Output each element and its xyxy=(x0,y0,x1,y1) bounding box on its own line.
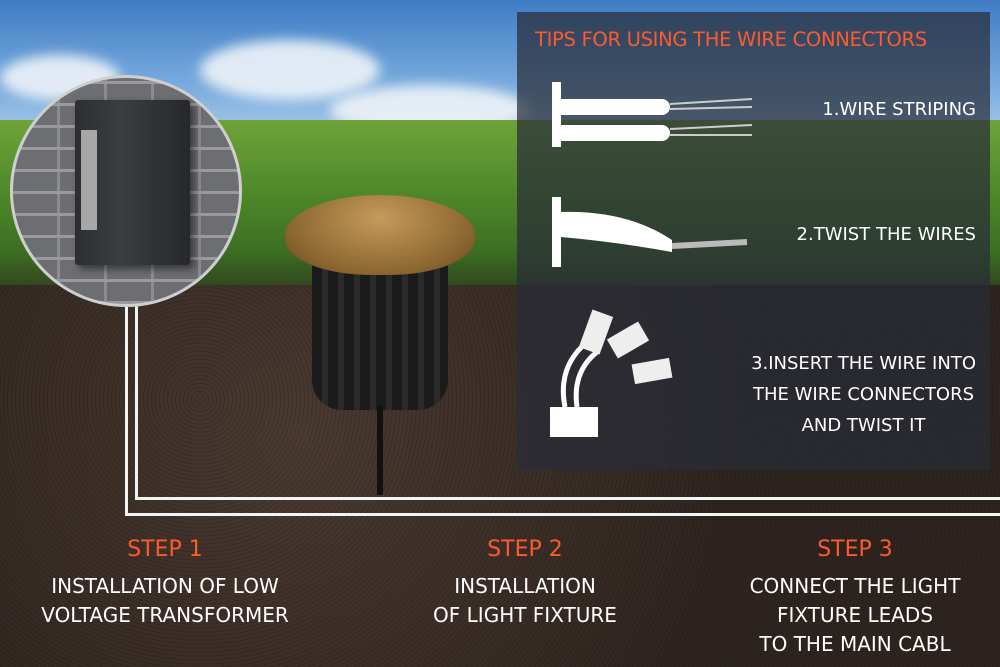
step-title: STEP 2 xyxy=(487,537,563,562)
wire xyxy=(125,255,128,515)
wire xyxy=(135,255,138,500)
wire-connector-illustration xyxy=(550,309,673,437)
tip-3: 3.INSERT THE WIRE INTO THE WIRE CONNECTO… xyxy=(751,353,976,436)
main-cable xyxy=(135,497,1000,500)
step-2: STEP 2 INSTALLATION OF LIGHT FIXTURE xyxy=(360,537,690,630)
wire-striping-illustration xyxy=(552,82,753,147)
tip-1: 1.WIRE STRIPING xyxy=(822,99,976,120)
tips-panel: TIPS FOR USING THE WIRE CONNECTORS 1.WIR… xyxy=(517,12,990,470)
step-1: STEP 1 INSTALLATION OF LOW VOLTAGE TRANS… xyxy=(0,537,330,630)
tips-title: TIPS FOR USING THE WIRE CONNECTORS xyxy=(535,28,927,51)
light-fixture-image xyxy=(285,195,475,495)
transformer-box xyxy=(75,100,190,265)
tip-2: 2.TWIST THE WIRES xyxy=(796,224,976,245)
transformer-image xyxy=(10,75,242,307)
main-cable xyxy=(125,513,1000,516)
step-3: STEP 3 CONNECT THE LIGHT FIXTURE LEADS T… xyxy=(690,537,1000,659)
step-title: STEP 3 xyxy=(817,537,893,562)
step-title: STEP 1 xyxy=(127,537,203,562)
twist-wires-illustration xyxy=(552,197,748,267)
